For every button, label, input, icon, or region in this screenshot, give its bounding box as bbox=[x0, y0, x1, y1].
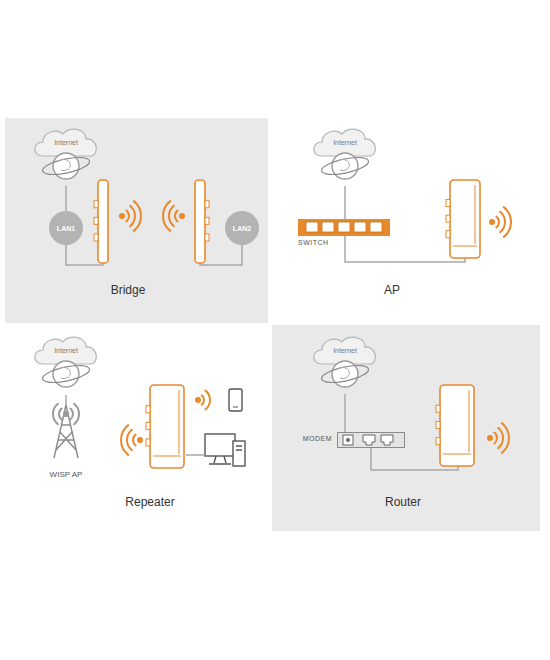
cpe-device bbox=[436, 385, 474, 466]
mode-title: Repeater bbox=[125, 495, 174, 509]
cloud-label: Internet bbox=[30, 139, 102, 147]
wisp-tower bbox=[54, 405, 78, 458]
cable-connector bbox=[344, 394, 346, 432]
lan-node: LAN1 bbox=[49, 211, 83, 245]
signal-waves bbox=[487, 423, 509, 453]
signal-waves bbox=[119, 201, 141, 231]
cloud-label: Internet bbox=[30, 347, 102, 355]
cloud-node: Internet bbox=[30, 334, 102, 394]
cable-connector bbox=[65, 186, 67, 211]
signal-waves bbox=[121, 425, 143, 455]
cpe-device bbox=[146, 385, 184, 468]
switch-shape bbox=[298, 219, 390, 236]
signal-waves bbox=[163, 201, 185, 231]
switch-label: SWITCH bbox=[298, 239, 329, 246]
cloud-node: Internet bbox=[309, 334, 381, 394]
cpe-device bbox=[94, 180, 108, 263]
cpe-device bbox=[195, 180, 209, 263]
cable bbox=[200, 244, 242, 265]
cable-connector bbox=[344, 186, 346, 219]
mode-title: AP bbox=[384, 283, 400, 297]
modem-label: MODEM bbox=[303, 435, 332, 442]
tower-label: WISP AP bbox=[50, 470, 83, 479]
modem-node: MODEM bbox=[337, 432, 405, 448]
signal-waves bbox=[53, 404, 69, 424]
switch-node: SWITCH bbox=[298, 219, 390, 236]
modem-shape bbox=[337, 432, 405, 448]
lan-label: LAN1 bbox=[57, 225, 75, 232]
panel-ground bbox=[272, 325, 540, 531]
cloud-shape bbox=[309, 334, 381, 394]
cable bbox=[345, 236, 465, 262]
signal-waves bbox=[489, 207, 511, 237]
mode-title: Bridge bbox=[111, 283, 146, 297]
cpe-device bbox=[446, 180, 480, 258]
signal-waves bbox=[63, 404, 79, 424]
lan-label: LAN2 bbox=[233, 225, 251, 232]
cable bbox=[186, 454, 205, 456]
signal-waves bbox=[195, 391, 210, 410]
phone-icon bbox=[229, 389, 242, 411]
cloud-label: Internet bbox=[309, 139, 381, 147]
cloud-label: Internet bbox=[309, 347, 381, 355]
cloud-node: Internet bbox=[30, 126, 102, 186]
cloud-shape bbox=[30, 126, 102, 186]
lan-node: LAN2 bbox=[225, 211, 259, 245]
cloud-node: Internet bbox=[309, 126, 381, 186]
panel-ground bbox=[5, 118, 268, 323]
cloud-shape bbox=[309, 126, 381, 186]
cable bbox=[65, 395, 67, 405]
mode-title: Router bbox=[385, 495, 421, 509]
cloud-shape bbox=[30, 334, 102, 394]
computer-icon bbox=[205, 434, 245, 466]
